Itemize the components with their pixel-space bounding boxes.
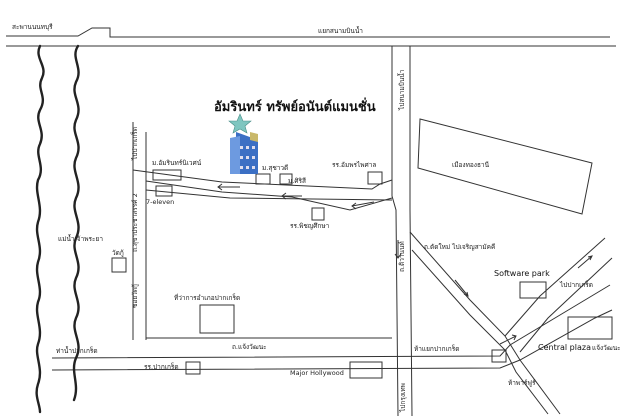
to-pakkret-vertical-label: ไปปากเกร็ด <box>131 127 139 160</box>
seven-eleven-label: 7-eleven <box>146 198 175 206</box>
lane-upper <box>132 169 393 190</box>
haw-rak-label: ห้าพาร์ฟูร์ <box>508 379 536 387</box>
pichai-school-box <box>311 207 325 221</box>
suchada-box <box>255 173 271 185</box>
seven-eleven-box <box>155 185 173 197</box>
to-nonthaburi-label: ไปสนามบินน้ำ <box>398 69 406 110</box>
village-suchada-label: ม.สุชาวดี <box>262 164 289 172</box>
district-office-label: ที่ว่าการอำเภอปากเกร็ด <box>174 294 241 302</box>
major-hollywood-box <box>349 361 383 379</box>
school-amarin-label: รร.อัมพรไพศาล <box>332 161 377 169</box>
amarin-school-box <box>367 171 383 185</box>
to-bangkok-label: ไปกรุงเทพ <box>399 383 407 412</box>
village-siri-label: ม.ศิริสี <box>288 177 306 185</box>
temple-label: วัดกู้ <box>112 249 124 257</box>
junction-box <box>491 349 507 363</box>
major-hollywood-label: Major Hollywood <box>290 369 344 377</box>
arrow-6 <box>577 255 593 269</box>
chaengwattana-upper <box>51 284 611 359</box>
software-park-box <box>519 281 547 299</box>
muang-thong-block <box>417 118 593 215</box>
upper-right-diag-a <box>504 237 606 337</box>
star-icon <box>228 113 252 134</box>
school-pichai-label: รร.พิชญศึกษา <box>290 222 330 230</box>
central-plaza-suffix-label: แจ้งวัฒนะ <box>592 344 621 352</box>
central-plaza-box <box>567 316 613 340</box>
school-pakkret-label: รร.ปากเกร็ด <box>144 363 179 371</box>
arrow-5 <box>454 279 469 297</box>
pakkret-pier-label: ท่าน้ำปากเกร็ด <box>56 347 98 355</box>
village-amarin-label: ม.อัมรินทร์นิเวศน์ <box>152 159 202 167</box>
siri-box <box>279 173 293 185</box>
pakkret-school-box <box>185 361 201 375</box>
soi-sukhapiban-label: ถ.สุขาประชาสรรค์ 2 <box>131 193 139 252</box>
arrow-1 <box>217 183 240 191</box>
river-right <box>72 44 80 402</box>
soi-left-label: ซอยวัดกู้ <box>131 284 139 308</box>
arrow-4 <box>394 240 402 259</box>
map-title: อัมรินทร์ ทรัพย์อนันต์แมนชั่น <box>214 100 376 115</box>
building-icon <box>230 132 258 174</box>
bridge-label: สะพานนนทบุรี <box>12 23 53 31</box>
temple-box <box>111 257 127 273</box>
diagonal-road-a <box>409 231 561 415</box>
river-label: แม่น้ำเจ้าพระยา <box>58 235 103 243</box>
chaengwattana-lower <box>51 309 613 371</box>
arrow-2 <box>281 192 302 200</box>
village-amarin-box <box>152 169 182 181</box>
lane-lower <box>145 180 393 211</box>
river-left <box>35 44 45 414</box>
district-office-box <box>199 304 235 334</box>
arrow-7 <box>499 334 517 345</box>
road-tiwanon-label: ถ.ติวานนท์ <box>398 241 406 272</box>
to-pakkret-label: ไปปากเกร็ด <box>560 281 593 289</box>
tiwanon-road-right <box>409 46 413 416</box>
software-park-label: Software park <box>494 269 550 278</box>
top-road <box>6 27 610 38</box>
arrow-3 <box>351 201 375 210</box>
muang-thong-label: เมืองทองธานี <box>452 161 490 169</box>
pakkret-junction-label: ห้าแยกปากเกร็ด <box>414 345 460 353</box>
upper-right-diag-b <box>519 257 613 353</box>
tiwanon-road-left <box>391 46 399 416</box>
road-new-cut-label: ถ.ตัดใหม่ ไปเจริญสามัคคี <box>424 243 496 251</box>
district-block <box>145 189 393 201</box>
central-plaza-label: Central plaza <box>538 343 591 352</box>
top-right-road-label: แยกสนามบินน้ำ <box>318 27 363 35</box>
road-chaengwattana-label: ถ.แจ้งวัฒนะ <box>232 343 267 351</box>
